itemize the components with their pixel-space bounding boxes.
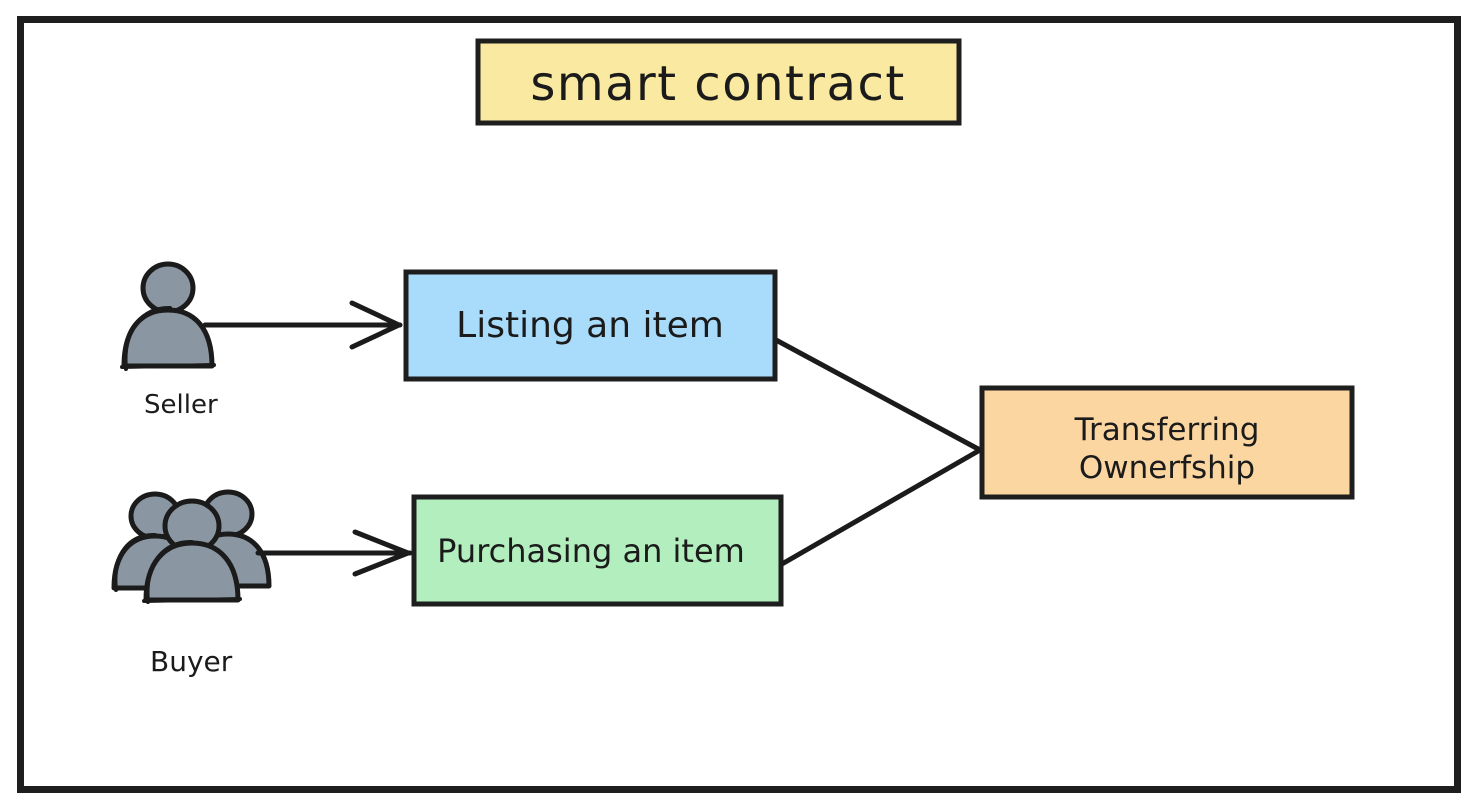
seller-label: Seller <box>144 390 218 420</box>
node-smart-contract[interactable]: smart contract <box>475 38 962 126</box>
arrowhead-icon <box>352 529 411 577</box>
arrowhead-icon <box>349 300 402 350</box>
edge-purchasing-to-transferring <box>779 447 983 567</box>
listing-an-item-label: Listing an item <box>456 305 724 346</box>
transferring-ownership-box[interactable] <box>979 385 1355 500</box>
diagram-frame <box>17 16 1461 793</box>
purchasing-an-item-box[interactable] <box>411 494 784 607</box>
smart-contract-label: smart contract <box>530 56 905 112</box>
edge-listing-to-transferring <box>773 337 983 453</box>
node-transferring-ownership[interactable]: Transferring Ownerfship <box>979 385 1355 500</box>
transferring-ownership-label-line2: Ownerfship <box>1079 450 1255 486</box>
single-person-icon <box>120 261 216 371</box>
actor-buyer[interactable]: Buyer <box>111 489 272 678</box>
listing-an-item-box[interactable] <box>403 269 778 382</box>
actor-seller[interactable]: Seller <box>120 261 218 420</box>
node-listing-an-item[interactable]: Listing an item <box>403 269 778 382</box>
smart-contract-box[interactable] <box>475 38 962 126</box>
transferring-ownership-label-line1: Transferring <box>1074 412 1260 448</box>
edge-seller-to-listing <box>202 300 403 350</box>
edge-buyer-to-purchasing <box>255 529 413 577</box>
buyer-label: Buyer <box>150 645 233 678</box>
group-of-people-icon <box>111 489 272 604</box>
purchasing-an-item-label: Purchasing an item <box>437 532 745 570</box>
node-purchasing-an-item[interactable]: Purchasing an item <box>411 494 784 607</box>
